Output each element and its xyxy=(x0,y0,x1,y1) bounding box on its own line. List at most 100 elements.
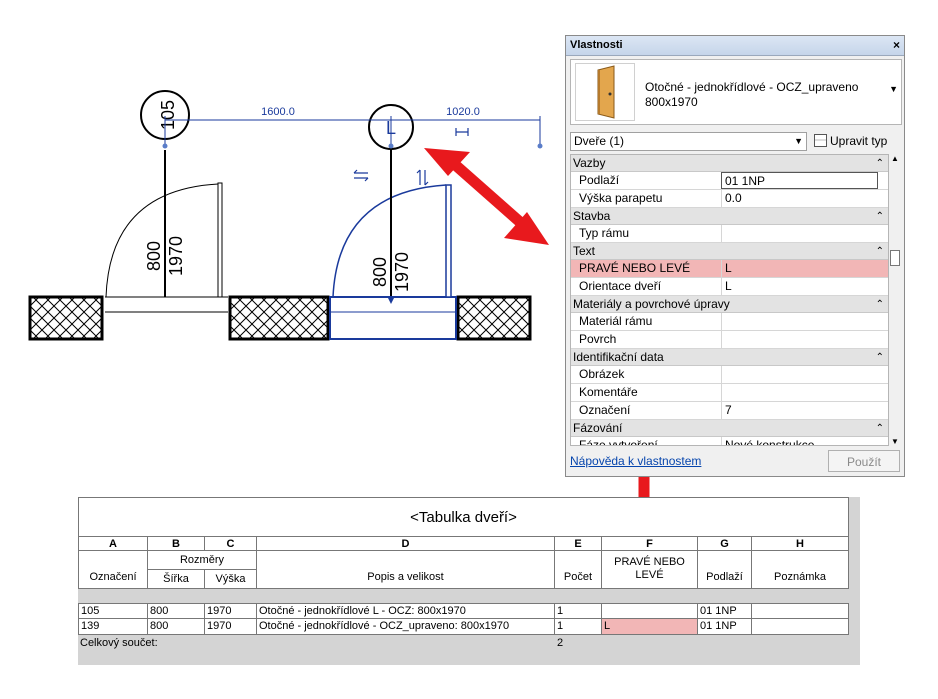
prop-value[interactable]: L xyxy=(721,278,888,295)
cell-r2-sirka[interactable]: 800 xyxy=(148,619,205,635)
prop-value[interactable] xyxy=(721,313,888,330)
cell-r2-oznaceni[interactable]: 139 xyxy=(78,619,148,635)
cell-r1-oznaceni[interactable]: 105 xyxy=(78,603,148,619)
collapse-icon[interactable]: ⌃ xyxy=(875,352,884,363)
cell-r1-pocet[interactable]: 1 xyxy=(555,603,602,619)
cell-r2-podlazi[interactable]: 01 1NP xyxy=(698,619,752,635)
col-group-rozmery[interactable]: Rozměry xyxy=(148,551,257,570)
group-label: Identifikační data xyxy=(573,350,664,364)
col-letter-a[interactable]: A xyxy=(78,537,148,551)
collapse-icon[interactable]: ⌃ xyxy=(875,299,884,310)
properties-help-link[interactable]: Nápověda k vlastnostem xyxy=(570,454,702,468)
col-header-pocet[interactable]: Počet xyxy=(555,551,602,589)
group-label: Materiály a povrchové úpravy xyxy=(573,297,730,311)
col-letter-e[interactable]: E xyxy=(555,537,602,551)
prop-row-material-ramu[interactable]: Materiál rámu xyxy=(571,313,888,331)
flip-vertical-icon[interactable] xyxy=(416,169,429,186)
prop-value[interactable]: L xyxy=(721,260,888,277)
dimension-right-value[interactable]: 1020.0 xyxy=(446,106,480,118)
col-letter-c[interactable]: C xyxy=(205,537,257,551)
flip-horizontal-icon[interactable] xyxy=(353,169,369,182)
instance-filter-combo[interactable]: Dveře (1) ▼ xyxy=(570,132,807,151)
prop-value[interactable] xyxy=(721,366,888,383)
cell-r2-vyska[interactable]: 1970 xyxy=(205,619,257,635)
chevron-down-icon[interactable]: ▼ xyxy=(794,136,803,146)
cell-r2-poznamka[interactable] xyxy=(752,619,849,635)
door-schedule[interactable]: <Tabulka dveří> A B C D E F G H Označení… xyxy=(78,497,860,665)
prop-value[interactable]: 7 xyxy=(721,402,888,419)
scrollbar-thumb[interactable] xyxy=(890,250,900,266)
dimension-line[interactable] xyxy=(162,116,543,149)
cell-r1-vyska[interactable]: 1970 xyxy=(205,603,257,619)
group-label: Vazby xyxy=(573,156,606,170)
scroll-up-icon[interactable]: ▲ xyxy=(891,154,899,163)
properties-scrollbar[interactable]: ▲ ▼ xyxy=(889,154,901,446)
properties-palette[interactable]: Vlastnosti × Otočné - jednokřídlové - OC… xyxy=(565,35,905,477)
properties-titlebar[interactable]: Vlastnosti × xyxy=(566,36,904,56)
prop-value[interactable]: 0.0 xyxy=(721,190,888,207)
door-right-selected[interactable] xyxy=(329,150,457,340)
prop-value[interactable] xyxy=(721,331,888,348)
door-left[interactable] xyxy=(105,150,228,313)
col-header-podlazi[interactable]: Podlaží xyxy=(698,551,752,589)
scroll-down-icon[interactable]: ▼ xyxy=(891,437,899,446)
prop-row-komentare[interactable]: Komentáře xyxy=(571,384,888,402)
col-letter-b[interactable]: B xyxy=(148,537,205,551)
col-letter-g[interactable]: G xyxy=(698,537,752,551)
collapse-icon[interactable]: ⌃ xyxy=(875,246,884,257)
col-letter-f[interactable]: F xyxy=(602,537,698,551)
instance-filter-value: Dveře (1) xyxy=(574,134,625,148)
col-letter-d[interactable]: D xyxy=(257,537,555,551)
prop-row-obrazek[interactable]: Obrázek xyxy=(571,366,888,384)
cell-r2-pocet[interactable]: 1 xyxy=(555,619,602,635)
col-letter-h[interactable]: H xyxy=(752,537,849,551)
apply-button[interactable]: Použít xyxy=(828,450,900,472)
col-header-prave-nebo-leve[interactable]: PRAVÉ NEBO LEVÉ xyxy=(602,551,698,589)
cell-r1-popis[interactable]: Otočné - jednokřídlové L - OCZ: 800x1970 xyxy=(257,603,555,619)
cell-r1-prave-nebo-leve[interactable] xyxy=(602,603,698,619)
cell-r2-popis[interactable]: Otočné - jednokřídlové - OCZ_upraveno: 8… xyxy=(257,619,555,635)
cell-r1-poznamka[interactable] xyxy=(752,603,849,619)
edit-type-button[interactable]: Upravit typ xyxy=(814,132,887,151)
col-header-poznamka[interactable]: Poznámka xyxy=(752,551,849,589)
prop-value[interactable] xyxy=(721,384,888,401)
prop-row-povrch[interactable]: Povrch xyxy=(571,331,888,349)
dimension-left-value[interactable]: 1600.0 xyxy=(261,106,295,118)
collapse-icon[interactable]: ⌃ xyxy=(875,211,884,222)
group-stavba[interactable]: Stavba ⌃ xyxy=(571,208,888,225)
col-header-vyska[interactable]: Výška xyxy=(205,570,257,589)
prop-value[interactable]: Nové konstrukce xyxy=(721,437,888,445)
prop-row-typ-ramu[interactable]: Typ rámu xyxy=(571,225,888,243)
cell-r1-podlazi[interactable]: 01 1NP xyxy=(698,603,752,619)
col-header-popis[interactable]: Popis a velikost xyxy=(257,551,555,589)
cell-r1-sirka[interactable]: 800 xyxy=(148,603,205,619)
collapse-icon[interactable]: ⌃ xyxy=(875,423,884,434)
type-selector[interactable]: Otočné - jednokřídlové - OCZ_upraveno 80… xyxy=(570,59,902,125)
door-right-width-label: 800 xyxy=(370,257,390,287)
prop-value-podlazi[interactable]: 01 1NP xyxy=(721,172,878,189)
prop-value[interactable] xyxy=(721,225,888,242)
type-name: Otočné - jednokřídlové - OCZ_upraveno 80… xyxy=(645,80,858,110)
cell-r2-prave-nebo-leve[interactable]: L xyxy=(602,619,698,635)
group-identifikace[interactable]: Identifikační data ⌃ xyxy=(571,349,888,366)
group-label: Stavba xyxy=(573,209,611,223)
dimension-lock-icon[interactable] xyxy=(455,128,469,136)
group-fazovani[interactable]: Fázování ⌃ xyxy=(571,420,888,437)
close-icon[interactable]: × xyxy=(892,38,900,52)
group-materialy[interactable]: Materiály a povrchové úpravy ⌃ xyxy=(571,296,888,313)
collapse-icon[interactable]: ⌃ xyxy=(875,158,884,169)
col-header-sirka[interactable]: Šířka xyxy=(148,570,205,589)
type-dropdown-arrow-icon[interactable]: ▼ xyxy=(889,84,898,94)
group-vazby[interactable]: Vazby ⌃ xyxy=(571,155,888,172)
group-text[interactable]: Text⌃ xyxy=(571,243,888,260)
col-header-f-line1: PRAVÉ NEBO xyxy=(614,556,685,568)
col-header-oznaceni[interactable]: Označení xyxy=(78,551,148,589)
group-label: Fázování xyxy=(573,421,623,435)
